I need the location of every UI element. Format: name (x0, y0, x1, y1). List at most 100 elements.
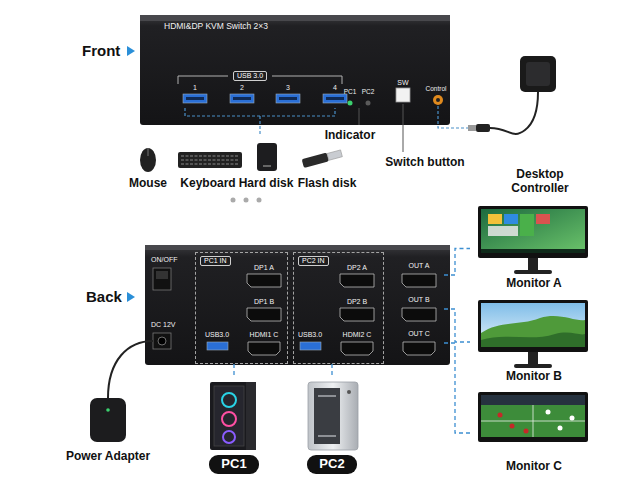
port-label: DC 12V (151, 321, 176, 329)
computer-badge: PC1 (209, 455, 258, 474)
hdmi-port (248, 342, 435, 355)
callout-label: Switch button (385, 156, 464, 170)
computer: PC2 (296, 378, 368, 476)
monitor-icon (524, 429, 529, 434)
more-dots (231, 198, 236, 203)
group-label: PC2 IN (298, 256, 329, 266)
dc-jack (153, 333, 171, 349)
monitor-icon (478, 392, 588, 442)
power-adapter-icon (90, 398, 126, 442)
port-label: OUT B (408, 296, 429, 304)
dc-jack (158, 337, 166, 345)
peripheral-label: Hard disk (239, 177, 294, 191)
usb-port (279, 97, 297, 100)
dp-port (402, 274, 436, 287)
more-dots (231, 198, 262, 203)
power-adapter-icon (90, 341, 153, 442)
indicator-led (348, 101, 371, 106)
dc-jack (153, 333, 171, 349)
port-number: 1 (193, 84, 197, 92)
more-dots (244, 198, 249, 203)
desktop-controller-icon (520, 56, 556, 92)
monitor-icon (481, 395, 585, 405)
pc-tower-icon (347, 390, 351, 394)
monitor-icon (478, 392, 588, 442)
dp-port (340, 274, 374, 287)
monitor-icon (488, 226, 518, 236)
dp-port (247, 274, 436, 321)
pc-tower-icon (246, 382, 256, 450)
port-label: HDMI2 C (343, 331, 372, 339)
kvm-back-housing (145, 245, 450, 250)
computer: PC1 (198, 378, 270, 476)
indicator-led (366, 101, 371, 106)
peripheral-label: Keyboard (180, 177, 235, 191)
input-group: PC2 IN (293, 252, 384, 364)
kvm-back-housing (145, 245, 450, 365)
switch-button (396, 88, 410, 102)
monitor-icon (558, 426, 563, 431)
port-label: DP2 A (347, 264, 367, 272)
kvm-front-panel: HDMI&DP KVM Switch 2×3 (140, 15, 450, 125)
dp-port (402, 308, 436, 321)
dp-port (247, 274, 281, 287)
port-label: OUT C (408, 330, 430, 338)
monitor-icon (536, 214, 550, 224)
control-jack (433, 95, 443, 105)
jack-label: Control (426, 85, 447, 92)
section-heading: Back (86, 288, 122, 305)
pc-tower-icon (210, 382, 256, 450)
pc-tower-icon (308, 382, 358, 450)
monitor-icon (478, 300, 588, 352)
monitor-icon (481, 316, 585, 347)
flash-disk-icon (302, 153, 329, 168)
hard-disk-icon (263, 165, 271, 167)
leader-line (359, 108, 360, 125)
usb-port (323, 94, 347, 103)
product-title: HDMI&DP KVM Switch 2×3 (164, 22, 268, 32)
callout-label: Desktop Controller (502, 168, 578, 196)
section-arrow (127, 46, 135, 302)
leader-line (438, 106, 468, 128)
input-group: PC1 IN (195, 252, 288, 364)
monitor-icon (481, 405, 585, 437)
peripheral-label: Flash disk (298, 177, 357, 191)
pc-tower-icon (318, 396, 336, 436)
pc-tower-icon (222, 412, 236, 426)
mouse-icon (148, 148, 149, 156)
hdmi-port (248, 342, 280, 355)
output-port: OUT C (394, 328, 444, 358)
computer-badge: PC2 (307, 455, 356, 474)
callout-label: Indicator (325, 129, 376, 143)
power-switch (156, 271, 168, 279)
monitor: Monitor A (470, 204, 598, 293)
monitor-label: Monitor B (506, 370, 562, 384)
leader-line (403, 104, 404, 152)
monitor: Monitor B (470, 298, 598, 386)
section-arrow (127, 292, 135, 302)
usb-port (230, 94, 254, 103)
monitor-icon (498, 413, 503, 418)
desktop-controller-icon (490, 92, 538, 134)
usb-port (300, 342, 321, 350)
port-label: DP2 B (347, 298, 367, 306)
usb-port (183, 94, 347, 103)
monitor-icon (570, 416, 575, 421)
monitor-icon (520, 214, 534, 236)
flash-disk-icon (302, 149, 343, 168)
monitor-icon (488, 214, 502, 224)
port-label: USB3.0 (205, 331, 229, 339)
port-number: 4 (333, 84, 337, 92)
desktop-controller-icon (476, 124, 490, 132)
desktop-controller-icon (468, 125, 476, 131)
usb-port (186, 97, 204, 100)
pc-tower-icon (314, 388, 340, 444)
output-port: OUT A (394, 260, 444, 290)
power-switch (153, 268, 171, 290)
port-label: HDMI1 C (250, 331, 279, 339)
desktop-controller-icon (526, 62, 550, 86)
connector-line (233, 364, 234, 378)
monitor-icon (478, 300, 588, 368)
